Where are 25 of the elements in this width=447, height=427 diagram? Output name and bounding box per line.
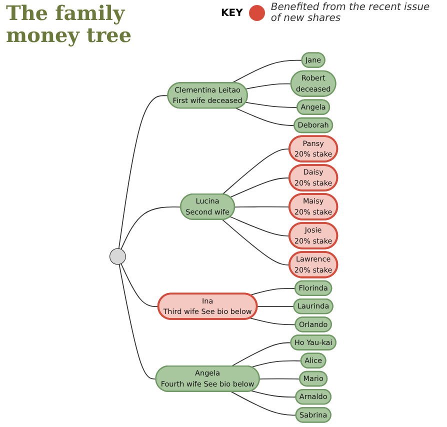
connector [251,360,302,368]
connector [118,264,157,380]
connector [222,219,290,266]
connector [230,216,290,236]
connector [230,178,290,198]
connector [230,391,297,416]
connector [118,95,169,250]
connector [259,378,300,380]
legend-heading: KEY [221,8,243,18]
connector [256,306,295,308]
connector [236,108,295,126]
connector [250,288,296,296]
connector [251,390,297,398]
connector [234,206,290,208]
node-circle [109,248,126,265]
connector [120,263,160,308]
title: The family money tree [6,2,133,46]
legend-text: Benefited from the recent issue of new shares [270,2,431,24]
connector [230,342,292,367]
connector [120,206,182,250]
connector [250,318,296,326]
connector [245,102,298,108]
connector [231,60,303,84]
connector [245,83,292,90]
connector [222,148,290,195]
